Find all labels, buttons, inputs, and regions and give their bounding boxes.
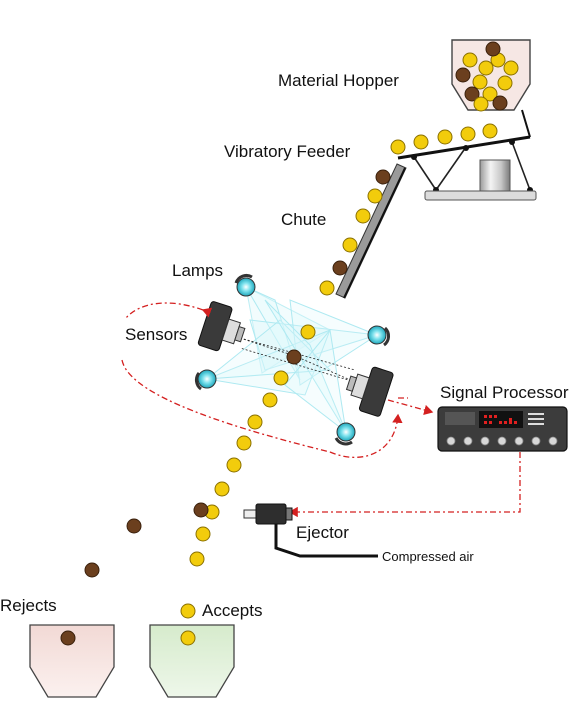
good-particle [413,134,429,150]
rejects-bin [29,624,115,698]
good-particle [473,96,489,112]
good-particle [273,370,289,386]
good-particle [247,414,263,430]
lamp-right-icon [367,325,391,347]
good-particle [390,139,406,155]
good-particle [482,86,498,102]
good-particle [319,280,335,296]
good-particle [300,324,316,340]
reject-particle [455,67,471,83]
reject-particle [286,349,302,365]
vibratory-feeder [397,109,537,201]
label-material-hopper: Material Hopper [278,71,399,90]
sensor-sightlines [239,337,356,383]
good-particle [195,526,211,542]
reject-particle [492,95,508,111]
lamp-top-icon [234,274,256,297]
signal-processor [437,406,568,452]
good-particle [262,392,278,408]
good-particle [503,60,519,76]
good-particle [460,126,476,142]
good-particle [437,129,453,145]
good-particle [180,630,196,646]
good-particle [482,123,498,139]
reject-particle [332,260,348,276]
good-particle [226,457,242,473]
label-accepts: Accepts [202,601,262,620]
good-particle [478,60,494,76]
reject-particle [375,169,391,185]
good-particle [355,208,371,224]
signal-lines [121,302,521,518]
reject-particle [485,41,501,57]
label-sensors: Sensors [125,325,187,344]
label-rejects: Rejects [0,596,57,615]
good-particle [189,551,205,567]
good-particle [214,481,230,497]
lamp-bottom-icon [334,422,356,446]
good-particle [180,603,196,619]
particles [60,41,519,646]
label-chute: Chute [281,210,326,229]
reject-particle [84,562,100,578]
reject-particle [193,502,209,518]
label-vibratory-feeder: Vibratory Feeder [224,142,351,161]
label-lamps: Lamps [172,261,223,280]
ejector [243,503,378,558]
sensor-camera-upper-icon [197,301,246,352]
accepts-bin [149,624,235,698]
label-ejector: Ejector [296,523,349,542]
good-particle [497,75,513,91]
label-signal-processor: Signal Processor [440,383,569,402]
label-compressed-air: Compressed air [382,549,474,564]
good-particle [472,74,488,90]
chute [335,163,407,299]
reject-particle [60,630,76,646]
reject-particle [464,86,480,102]
good-particle [236,435,252,451]
good-particle [367,188,383,204]
lamp-left-icon [194,369,217,391]
reject-particle [126,518,142,534]
good-particle [342,237,358,253]
good-particle [462,52,478,68]
sensor-camera-lower-icon [345,366,394,417]
